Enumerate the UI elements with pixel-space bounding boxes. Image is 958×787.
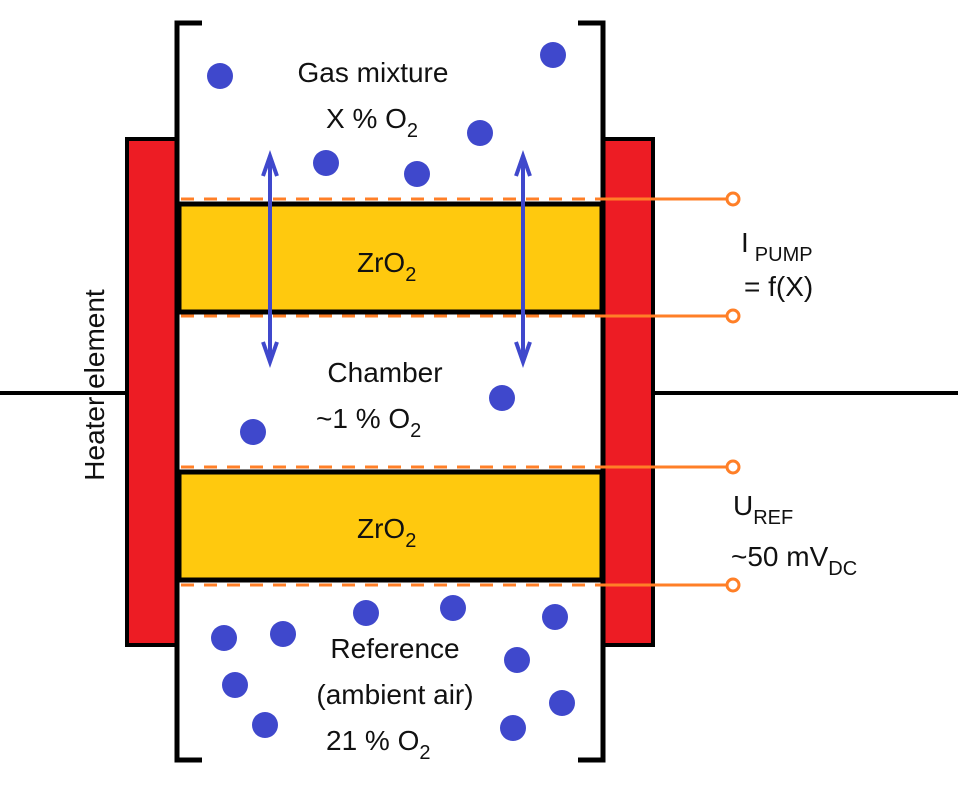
reference-label: Reference [330,633,459,664]
terminal-ipump-top [725,191,741,207]
oxygen-molecule [353,600,379,626]
gas-mixture-label: Gas mixture [298,57,449,88]
uref-value: ~50 mVDC [731,541,857,580]
oxygen-molecule [207,63,233,89]
zro2-layer-bottom [176,469,605,583]
chamber-label: Chamber [327,357,442,388]
gas-mixture-molecules [207,42,566,187]
zro2-layer-top [176,201,605,315]
zro2-top-label: ZrO2 [357,247,416,286]
oxygen-molecule [540,42,566,68]
oxygen-molecule [467,120,493,146]
oxygen-molecule [542,604,568,630]
oxygen-molecule [440,595,466,621]
chamber-molecules [240,385,515,445]
gas-mixture-concentration: X % O2 [326,103,418,142]
oxygen-molecule [270,621,296,647]
pump-arrow-right [514,149,532,369]
zro2-bottom-label: ZrO2 [357,513,416,552]
housing-bracket-right [578,20,606,763]
pump-arrow-left [261,149,279,369]
ipump-equation: = f(X) [744,271,813,302]
oxygen-molecule [211,625,237,651]
oxygen-molecule [500,715,526,741]
oxygen-molecule [313,150,339,176]
heater-element-left [125,137,179,647]
terminal-uref-top [725,459,741,475]
oxygen-molecule [240,419,266,445]
terminal-ipump-bottom [725,308,741,324]
oxygen-molecule [404,161,430,187]
reference-sublabel: (ambient air) [316,679,473,710]
oxygen-molecule [489,385,515,411]
oxygen-molecule [252,712,278,738]
terminal-uref-bottom [725,577,741,593]
housing-bracket-left [174,20,202,763]
oxygen-molecule [549,690,575,716]
heater-element-label: Heater element [79,289,110,481]
chamber-concentration: ~1 % O2 [316,403,421,442]
uref-label: UREF [733,490,793,529]
oxygen-molecule [222,672,248,698]
reference-concentration: 21 % O2 [326,725,431,764]
reference-molecules [211,595,575,741]
heater-element-right [601,137,655,647]
oxygen-molecule [504,647,530,673]
